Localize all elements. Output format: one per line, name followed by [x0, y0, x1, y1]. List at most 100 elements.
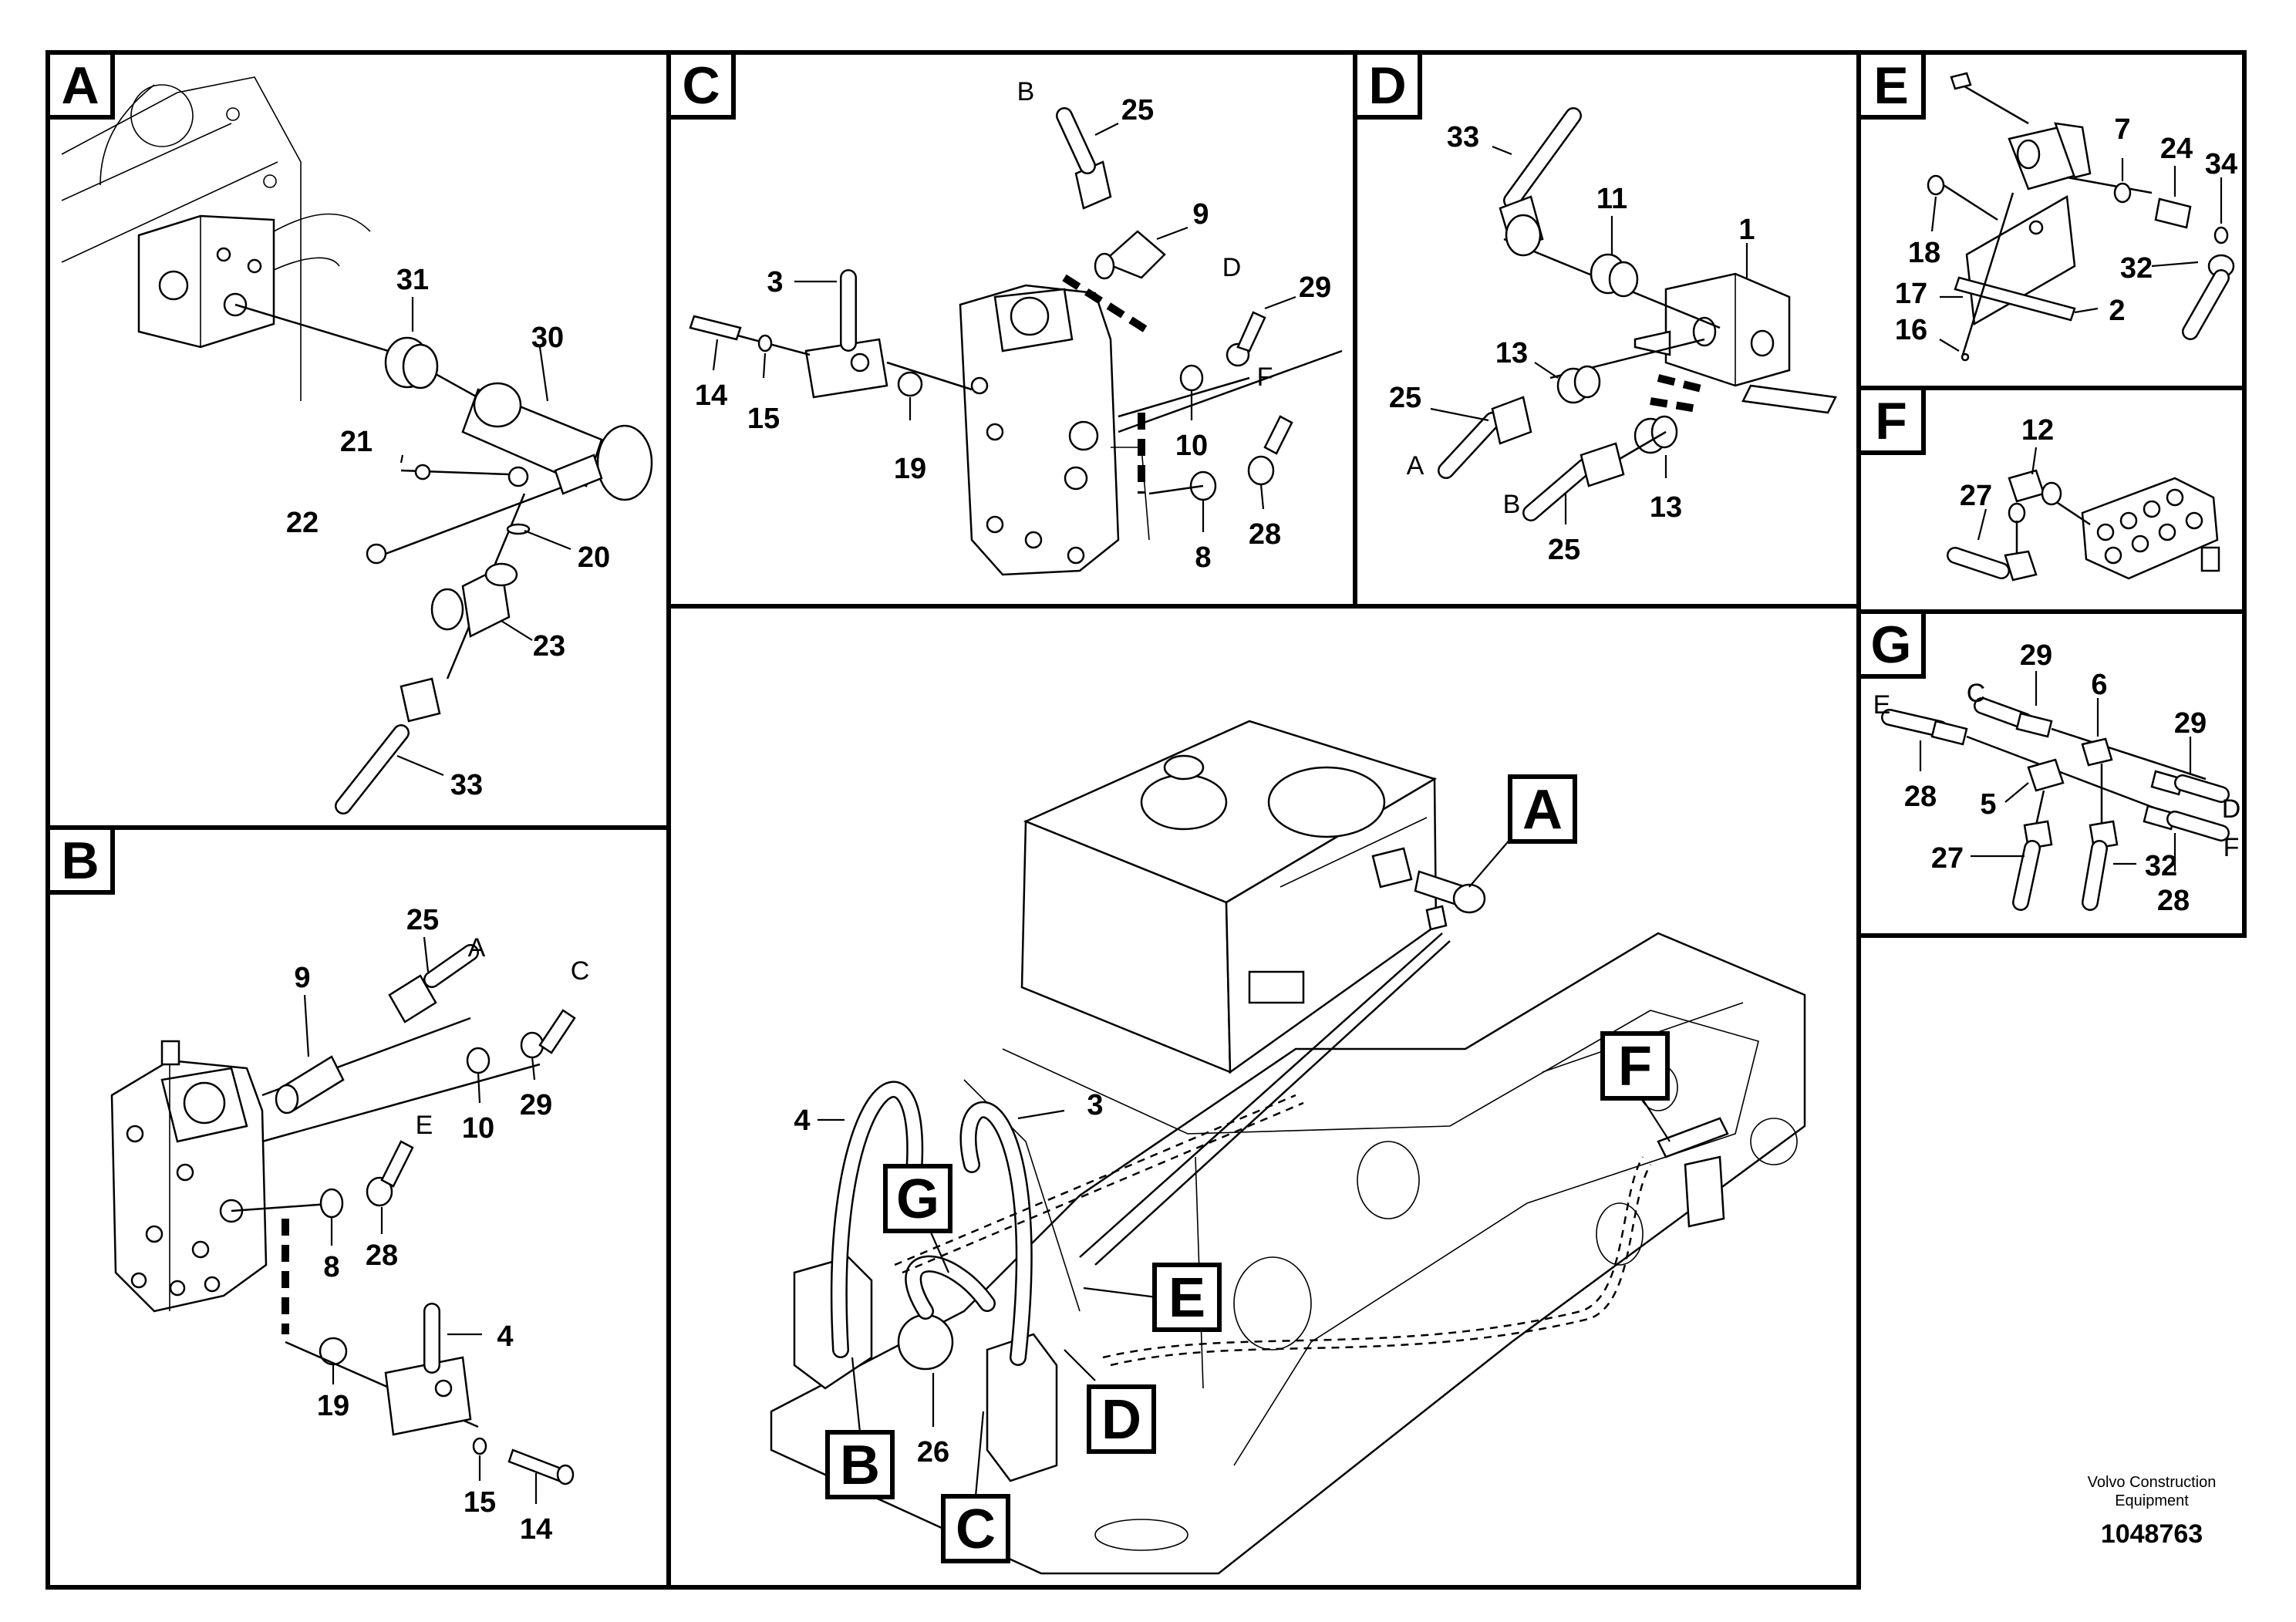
- label-b-A: A: [468, 933, 486, 963]
- label-d-13b: 13: [1650, 491, 1682, 524]
- label-e-2: 2: [2109, 295, 2125, 327]
- label-d-1: 1: [1738, 214, 1755, 246]
- panel-d-letter: D: [1368, 56, 1406, 115]
- panel-b: B: [46, 825, 671, 1590]
- label-c-29: 29: [1299, 271, 1331, 304]
- label-e-17: 17: [1895, 278, 1927, 310]
- label-c-15: 15: [747, 403, 780, 435]
- hydraulic-tank: [1020, 720, 1438, 1074]
- fitting-9b: [275, 1055, 345, 1114]
- label-b-C: C: [571, 956, 590, 986]
- label-main-4: 4: [794, 1104, 810, 1137]
- panel-f-letter: F: [1875, 392, 1907, 450]
- manifold-3c: [804, 269, 888, 399]
- manifold-4b: [384, 1303, 472, 1436]
- main-view: A F G E D B C: [666, 604, 1861, 1590]
- label-g-28a: 28: [1904, 781, 1937, 813]
- label-c-28: 28: [1249, 518, 1281, 551]
- svg-text:D: D: [1101, 1389, 1141, 1451]
- brand-line-1: Volvo Construction: [2088, 1474, 2217, 1491]
- label-b-9: 9: [294, 962, 310, 994]
- label-g-27: 27: [1931, 842, 1964, 875]
- label-g-F: F: [2224, 833, 2240, 862]
- hose-25d-a: [1438, 396, 1532, 479]
- label-g-29b: 29: [2174, 707, 2207, 740]
- callout-g: G: [883, 1164, 952, 1273]
- footer: Volvo Construction Equipment 1048763: [2088, 1474, 2217, 1549]
- panel-f: F 12 27: [1856, 386, 2247, 614]
- label-c-25: 25: [1121, 94, 1154, 126]
- label-d-25b: 25: [1548, 534, 1580, 566]
- callout-b: B: [825, 1357, 895, 1499]
- callout-c: C: [941, 1411, 1010, 1563]
- label-g-C: C: [1967, 679, 1986, 708]
- label-e-18: 18: [1908, 237, 1940, 269]
- label-g-D: D: [2222, 794, 2241, 824]
- label-g-29a: 29: [2020, 639, 2052, 672]
- label-b-19: 19: [317, 1390, 349, 1422]
- label-b-10: 10: [462, 1112, 494, 1145]
- svg-text:G: G: [896, 1168, 939, 1230]
- label-d-13a: 13: [1495, 337, 1528, 369]
- label-c-14: 14: [695, 379, 727, 412]
- tee-5: [2027, 758, 2065, 792]
- callout-f: F: [1600, 1031, 1671, 1142]
- label-d-33: 33: [1447, 121, 1479, 153]
- panel-g-letter: G: [1871, 615, 1912, 674]
- svg-text:A: A: [1522, 779, 1563, 841]
- svg-text:E: E: [1168, 1267, 1205, 1329]
- fitting-11: [1590, 253, 1639, 298]
- svg-text:C: C: [956, 1499, 996, 1560]
- label-b-14: 14: [520, 1513, 552, 1546]
- label-d-B: B: [1503, 490, 1521, 519]
- brand-line-2: Equipment: [2115, 1492, 2189, 1509]
- tee-23: [430, 562, 518, 638]
- hose-25b: [388, 944, 479, 1023]
- label-e-16: 16: [1895, 314, 1927, 346]
- panel-c: C: [666, 50, 1357, 609]
- tee-6: [2081, 737, 2113, 767]
- label-g-6: 6: [2091, 669, 2107, 701]
- label-d-25: 25: [1389, 382, 1421, 414]
- label-a-20: 20: [578, 541, 610, 574]
- label-c-8: 8: [1195, 541, 1211, 574]
- label-g-28b: 28: [2157, 885, 2190, 917]
- svg-text:F: F: [1618, 1036, 1652, 1098]
- label-a-31: 31: [396, 264, 429, 296]
- label-a-22: 22: [286, 507, 319, 539]
- fitting-13b: [1633, 415, 1678, 454]
- label-e-24: 24: [2160, 133, 2193, 165]
- label-main-26: 26: [917, 1436, 949, 1469]
- valve-body-c: [959, 284, 1150, 576]
- panel-d: D: [1353, 50, 1861, 609]
- label-c-19: 19: [894, 453, 926, 485]
- label-g-5: 5: [1980, 788, 1996, 821]
- label-d-A: A: [1407, 451, 1424, 481]
- tee-12: [2008, 469, 2062, 524]
- label-g-32: 32: [2145, 850, 2177, 882]
- label-g-E: E: [1873, 690, 1891, 720]
- panel-g: G 29 C 6 E 29: [1856, 609, 2247, 938]
- label-d-11: 11: [1596, 183, 1627, 215]
- label-b-E: E: [416, 1111, 433, 1140]
- doc-number: 1048763: [2101, 1519, 2203, 1549]
- label-e-34: 34: [2205, 148, 2237, 180]
- panel-a: A: [46, 50, 671, 830]
- label-main-3: 3: [1087, 1089, 1103, 1121]
- label-c-B: B: [1017, 77, 1035, 106]
- panel-c-letter: C: [682, 56, 720, 115]
- label-e-32: 32: [2120, 252, 2153, 285]
- panel-a-letter: A: [61, 56, 99, 115]
- label-b-8: 8: [323, 1251, 339, 1283]
- fitting-31: [384, 336, 439, 389]
- panel-b-letter: B: [61, 831, 99, 890]
- panel-e-letter: E: [1873, 56, 1908, 115]
- label-e-7: 7: [2114, 113, 2130, 146]
- label-a-23: 23: [533, 630, 565, 663]
- label-c-3: 3: [767, 266, 783, 298]
- hose-33d: [1499, 107, 1582, 257]
- block-1: [1633, 272, 1837, 414]
- callout-d: D: [1064, 1349, 1156, 1454]
- label-c-F: F: [1257, 363, 1273, 392]
